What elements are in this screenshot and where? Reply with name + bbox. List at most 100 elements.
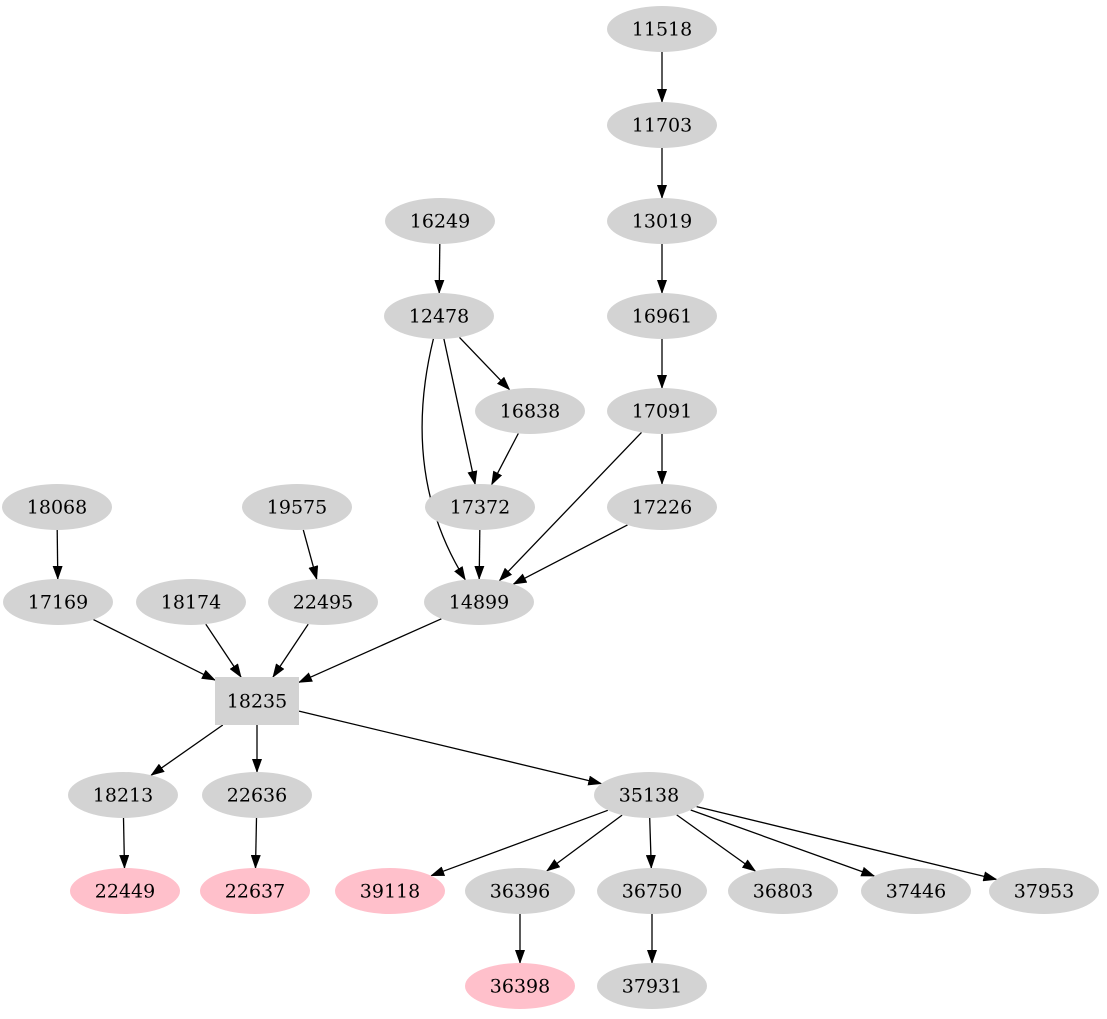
edge-18235-to-35138 <box>298 710 603 786</box>
node-label-18174: 18174 <box>161 592 221 614</box>
node-18068: 18068 <box>2 484 112 530</box>
node-ellipse-16838 <box>475 388 585 434</box>
edge-35138-to-36803 <box>676 814 757 872</box>
node-17169: 17169 <box>3 579 113 625</box>
node-36750: 36750 <box>597 868 707 914</box>
node-label-18213: 18213 <box>93 785 153 807</box>
node-label-11703: 11703 <box>632 115 692 137</box>
node-22637: 22637 <box>200 868 310 914</box>
node-37931: 37931 <box>597 963 707 1009</box>
edge-19575-to-22495 <box>302 529 319 581</box>
node-ellipse-18213 <box>68 772 178 818</box>
edge-16249-to-12478 <box>434 243 445 294</box>
node-label-37931: 37931 <box>622 976 682 998</box>
node-ellipse-36750 <box>597 868 707 914</box>
node-ellipse-14899 <box>424 579 534 625</box>
node-label-13019: 13019 <box>632 211 692 233</box>
edge-12478-to-16838 <box>459 336 511 391</box>
node-label-18235: 18235 <box>227 691 287 713</box>
node-label-37953: 37953 <box>1014 881 1074 903</box>
node-ellipse-12478 <box>384 293 494 339</box>
node-label-37446: 37446 <box>886 881 946 903</box>
node-label-12478: 12478 <box>409 306 469 328</box>
node-ellipse-18174 <box>136 579 246 625</box>
node-11703: 11703 <box>607 102 717 148</box>
node-ellipse-36803 <box>728 868 838 914</box>
node-ellipse-17169 <box>3 579 113 625</box>
node-label-17169: 17169 <box>28 592 88 614</box>
node-17372: 17372 <box>425 484 535 530</box>
node-11518: 11518 <box>607 6 717 52</box>
node-16249: 16249 <box>385 198 495 244</box>
node-layer: 11518 11703 13019 16961 17091 17226 16249 12478… <box>2 6 1099 1009</box>
node-ellipse-35138 <box>594 772 704 818</box>
edge-12478-to-17372 <box>443 338 478 486</box>
node-37953: 37953 <box>989 868 1099 914</box>
node-ellipse-17091 <box>607 388 717 434</box>
edge-17372-to-14899 <box>474 529 485 580</box>
edge-22495-to-18235 <box>272 623 309 678</box>
node-label-39118: 39118 <box>360 881 420 903</box>
node-label-17226: 17226 <box>632 497 692 519</box>
node-36803: 36803 <box>728 868 838 914</box>
node-ellipse-36398 <box>465 963 575 1009</box>
node-22636: 22636 <box>202 772 312 818</box>
node-18235: 18235 <box>215 677 299 725</box>
node-ellipse-11518 <box>607 6 717 52</box>
node-12478: 12478 <box>384 293 494 339</box>
edge-14899-to-18235 <box>298 618 442 683</box>
node-label-17091: 17091 <box>632 401 692 423</box>
node-label-36750: 36750 <box>622 881 682 903</box>
node-39118: 39118 <box>335 868 445 914</box>
edge-17169-to-18235 <box>93 619 216 681</box>
node-label-16249: 16249 <box>410 211 470 233</box>
node-36396: 36396 <box>465 868 575 914</box>
node-label-36398: 36398 <box>490 976 550 998</box>
node-ellipse-39118 <box>335 868 445 914</box>
node-ellipse-37446 <box>861 868 971 914</box>
node-ellipse-37931 <box>597 963 707 1009</box>
node-ellipse-18068 <box>2 484 112 530</box>
node-13019: 13019 <box>607 198 717 244</box>
node-label-16961: 16961 <box>632 306 692 328</box>
node-ellipse-19575 <box>242 484 352 530</box>
node-22495: 22495 <box>268 579 378 625</box>
node-ellipse-16961 <box>607 293 717 339</box>
edge-18235-to-18213 <box>150 724 224 776</box>
node-14899: 14899 <box>424 579 534 625</box>
edge-12478-to-14899 <box>421 338 466 581</box>
node-ellipse-17372 <box>425 484 535 530</box>
node-16961: 16961 <box>607 293 717 339</box>
node-ellipse-22637 <box>200 868 310 914</box>
node-label-22637: 22637 <box>225 881 285 903</box>
node-ellipse-22636 <box>202 772 312 818</box>
node-17226: 17226 <box>607 484 717 530</box>
node-17091: 17091 <box>607 388 717 434</box>
node-label-36803: 36803 <box>753 881 813 903</box>
node-ellipse-11703 <box>607 102 717 148</box>
edge-16838-to-17372 <box>491 433 519 486</box>
node-ellipse-22495 <box>268 579 378 625</box>
node-ellipse-17226 <box>607 484 717 530</box>
node-ellipse-22449 <box>70 868 180 914</box>
edge-35138-to-37446 <box>690 809 876 877</box>
node-box-18235 <box>215 677 299 725</box>
node-18213: 18213 <box>68 772 178 818</box>
node-label-22636: 22636 <box>227 785 287 807</box>
node-22449: 22449 <box>70 868 180 914</box>
edge-35138-to-36396 <box>546 814 623 872</box>
node-label-17372: 17372 <box>450 497 510 519</box>
edge-22636-to-22637 <box>250 817 261 869</box>
edge-17226-to-14899 <box>512 524 628 585</box>
edge-18174-to-18235 <box>205 623 242 678</box>
node-label-19575: 19575 <box>267 497 327 519</box>
node-label-18068: 18068 <box>27 497 87 519</box>
node-37446: 37446 <box>861 868 971 914</box>
edge-35138-to-39118 <box>430 809 609 877</box>
node-ellipse-13019 <box>607 198 717 244</box>
node-label-35138: 35138 <box>619 785 679 807</box>
node-18174: 18174 <box>136 579 246 625</box>
node-16838: 16838 <box>475 388 585 434</box>
node-label-16838: 16838 <box>500 401 560 423</box>
